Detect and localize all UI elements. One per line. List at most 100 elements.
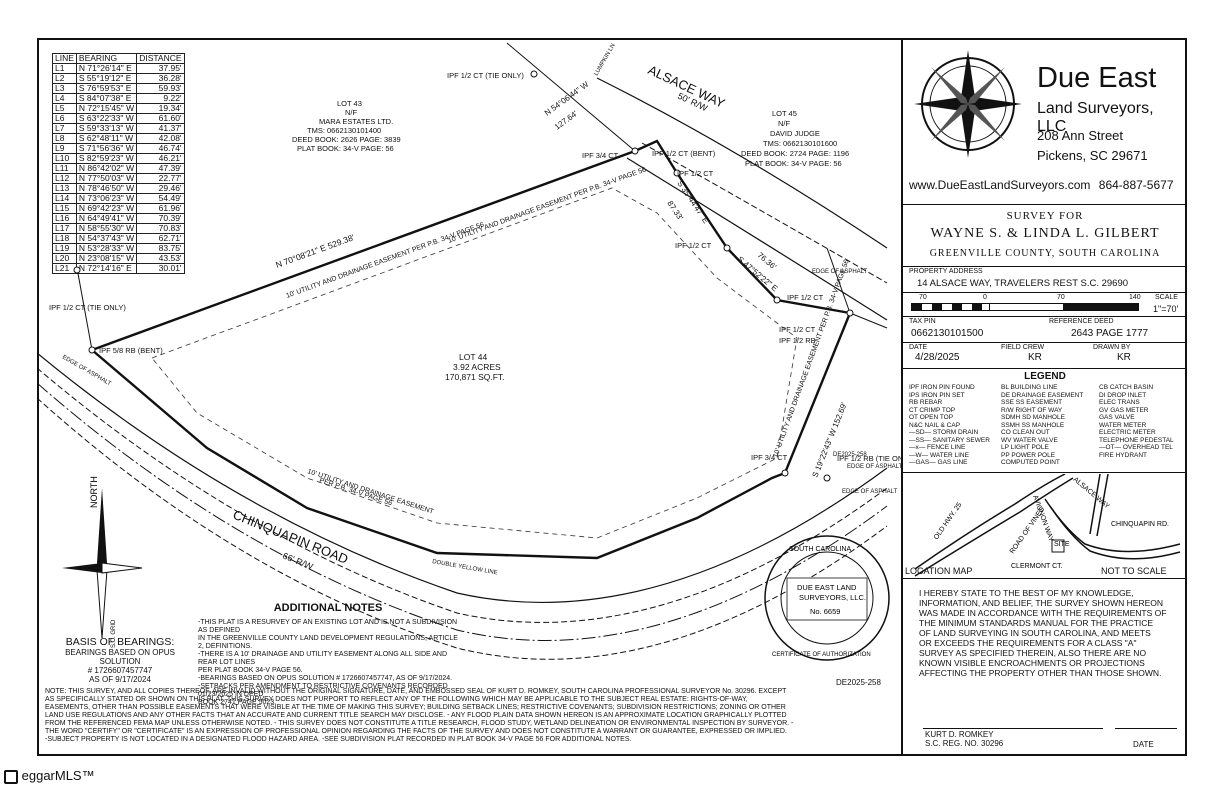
deed-value: 2643 PAGE 1777 [1071, 328, 1149, 339]
legend-item: —x— FENCE LINE [909, 444, 966, 451]
scale-label: SCALE [1155, 294, 1178, 301]
north-arrow: NORTH S.C. GRID [62, 476, 143, 648]
easement-bottom1-label: 10' UTILITY AND DRAINAGE EASEMENT [306, 468, 435, 516]
legend-item: IPF IRON PIN FOUND [909, 384, 975, 391]
footer-note-line: NOTE: THIS SURVEY, AND ALL COPIES THEREO… [45, 688, 787, 695]
note-line: -THIS PLAT IS A RESURVEY OF AN EXISTING … [198, 619, 458, 634]
chinquapin-edge-asphalt-south [37, 397, 888, 660]
certification-line: KNOWN VISIBLE ENCROACHMENTS OR PROJECTIO… [919, 658, 1145, 668]
north-label: NORTH [89, 476, 99, 508]
pin-ipf12-rb [846, 309, 854, 317]
certification-line: AFFECTING THE PROPERTY OTHER THAN THOSE … [919, 668, 1162, 678]
table-cell: 30.01' [136, 263, 185, 274]
lot44-acres: 3.92 ACRES [453, 362, 501, 372]
county-name: GREENVILLE COUNTY, SOUTH CAROLINA [929, 248, 1161, 259]
bearing-east-line: S 19°22'43" W 152.69' [811, 401, 849, 479]
company-contact: www.DueEastLandSurveyors.com 864-887-567… [909, 178, 1174, 192]
lot43-nf: N/F [345, 108, 358, 117]
pin-label-ipf12-c: IPF 1/2 CT [787, 293, 824, 302]
scale-tick-1: 0 [983, 294, 987, 301]
location-map: OLD HWY. 25 ROAD OF VINES AVIGNON WAY AL… [914, 474, 1181, 577]
lot44-boundary [91, 139, 852, 560]
easement-top-label: 10' UTILITY AND DRAINAGE EASEMENT PER P.… [447, 166, 647, 244]
property-address: 14 ALSACE WAY, TRAVELERS REST S.C. 29690 [917, 278, 1129, 289]
basis-line2: # 1726607457747 [87, 666, 153, 675]
divider [903, 292, 1187, 293]
divider [903, 266, 1187, 267]
lot45-owner: DAVID JUDGE [770, 129, 820, 138]
certification-line: THE MINIMUM STANDARDS MANUAL FOR THE PRA… [919, 618, 1154, 628]
basis-line3: AS OF 9/17/2024 [89, 675, 151, 684]
seal-ring-top: SOUTH CAROLINA [789, 546, 852, 553]
legend-item: ELECTRIC METER [1099, 429, 1156, 436]
edge-asphalt-label-e: EDGE OF ASPHALT [847, 464, 901, 470]
footer-note: NOTE: THIS SURVEY, AND ALL COPIES THEREO… [45, 688, 900, 744]
crew-value: KR [1028, 352, 1042, 363]
pin-label-ipf34-top: IPF 3/4 CT [582, 151, 619, 160]
chinquapin-rw-label: 66' R/W [281, 551, 315, 572]
tax-pin-label: TAX PIN [909, 318, 936, 325]
seal-ring-bottom: CERTIFICATE OF AUTHORIZATION [772, 652, 871, 658]
company-phone: 864-887-5677 [1098, 178, 1174, 192]
pin-ipf34-top [631, 147, 639, 155]
chinquapin-row-line-north [37, 352, 888, 603]
legend-item: —W— WATER LINE [909, 451, 969, 459]
building-line [151, 187, 798, 539]
footer-note-line: EASEMENTS, OTHER THAN POSSIBLE EASEMENTS… [45, 704, 786, 711]
legend-item: WV WATER VALVE [1001, 436, 1058, 444]
divider [903, 472, 1187, 473]
footer-note-line: LAND USE REGULATIONS AND ANY OTHER FACTS… [45, 712, 787, 719]
footer-note-line: FROM THE REFERENCED FEMA MAP UNLESS OTHE… [45, 720, 794, 727]
legend-item: CB CATCH BASIN [1099, 384, 1154, 391]
legend-item: —OT— OVERHEAD TEL [1099, 444, 1173, 451]
legend-item: ELEC TRANS [1099, 399, 1140, 406]
date-value: 4/28/2025 [915, 352, 960, 363]
lot43-west-line [76, 267, 93, 351]
lot43-owner: MARA ESTATES LTD. [319, 117, 393, 126]
certification-line: INFORMATION, AND BELIEF, THE SURVEY SHOW… [919, 598, 1164, 608]
lot45-tms: TMS: 0662130101600 [763, 139, 837, 148]
pin-ipf34-bottom [781, 469, 789, 477]
seal-line1: DUE EAST LAND [797, 583, 857, 592]
legend-item: —GAS— GAS LINE [909, 459, 968, 466]
pin-label-rb-bent: IPF 5/8 RB (BENT) [99, 346, 163, 355]
legend-item: SSMH SS MANHOLE [1001, 421, 1065, 429]
signature-date-line [1115, 728, 1177, 729]
company-website[interactable]: www.DueEastLandSurveyors.com [909, 178, 1091, 192]
alsace-row-line-south [626, 157, 888, 321]
pin-label-ipf12-a: IPF 1/2 CT [677, 169, 714, 178]
pin-tie-top [530, 70, 538, 78]
scale-tick-0: 70 [919, 294, 927, 301]
lot45-nf: N/F [778, 119, 791, 128]
legend-item: IPS IRON PIN SET [909, 391, 965, 399]
map-label-site: SITE [1054, 541, 1070, 548]
legend-item: CO CLEAN OUT [1001, 429, 1050, 436]
lot45-plat: PLAT BOOK: 34-V PAGE: 56 [745, 159, 842, 168]
lot45-tie-line [826, 247, 851, 314]
certification-line: WAS MADE IN ACCORDANCE WITH THE REQUIREM… [919, 608, 1167, 618]
address-label: PROPERTY ADDRESS [909, 268, 983, 275]
footer-note-line: THE WORD "CERTIFY" OR "CERTIFICATE" IS A… [45, 728, 787, 735]
signature-line [923, 728, 1103, 729]
lot44-sqft: 170,871 SQ.FT. [445, 372, 505, 382]
deed-label: REFERENCE DEED [1049, 318, 1114, 325]
legend-item: SDMH SD MANHOLE [1001, 414, 1065, 421]
legend-item: CT CRIMP TOP [909, 406, 956, 414]
plat-drawing: LOT 43 N/F MARA ESTATES LTD. TMS: 066213… [37, 42, 901, 661]
company-street: 208 Ann Street [1037, 128, 1124, 143]
pin-label-tie-left: IPF 1/2 CT (TIE ONLY) [49, 303, 126, 312]
scale-bar: 70 0 70 140 [911, 294, 1151, 316]
certification-statement: I HEREBY STATE TO THE BEST OF MY KNOWLED… [919, 588, 1166, 678]
scale-tick-2: 70 [1057, 294, 1065, 301]
lot43-tms: TMS: 0662130101400 [307, 126, 381, 135]
lot43-plat: PLAT BOOK: 34-V PAGE: 56 [297, 144, 394, 153]
legend-item: TELEPHONE PEDESTAL [1099, 436, 1174, 444]
pin-label-tie-top: IPF 1/2 CT (TIE ONLY) [447, 71, 524, 80]
certification-line: I HEREBY STATE TO THE BEST OF MY KNOWLED… [919, 588, 1134, 598]
bearing-ne1: N 54°06'44" W [543, 79, 591, 117]
divider [903, 342, 1187, 343]
